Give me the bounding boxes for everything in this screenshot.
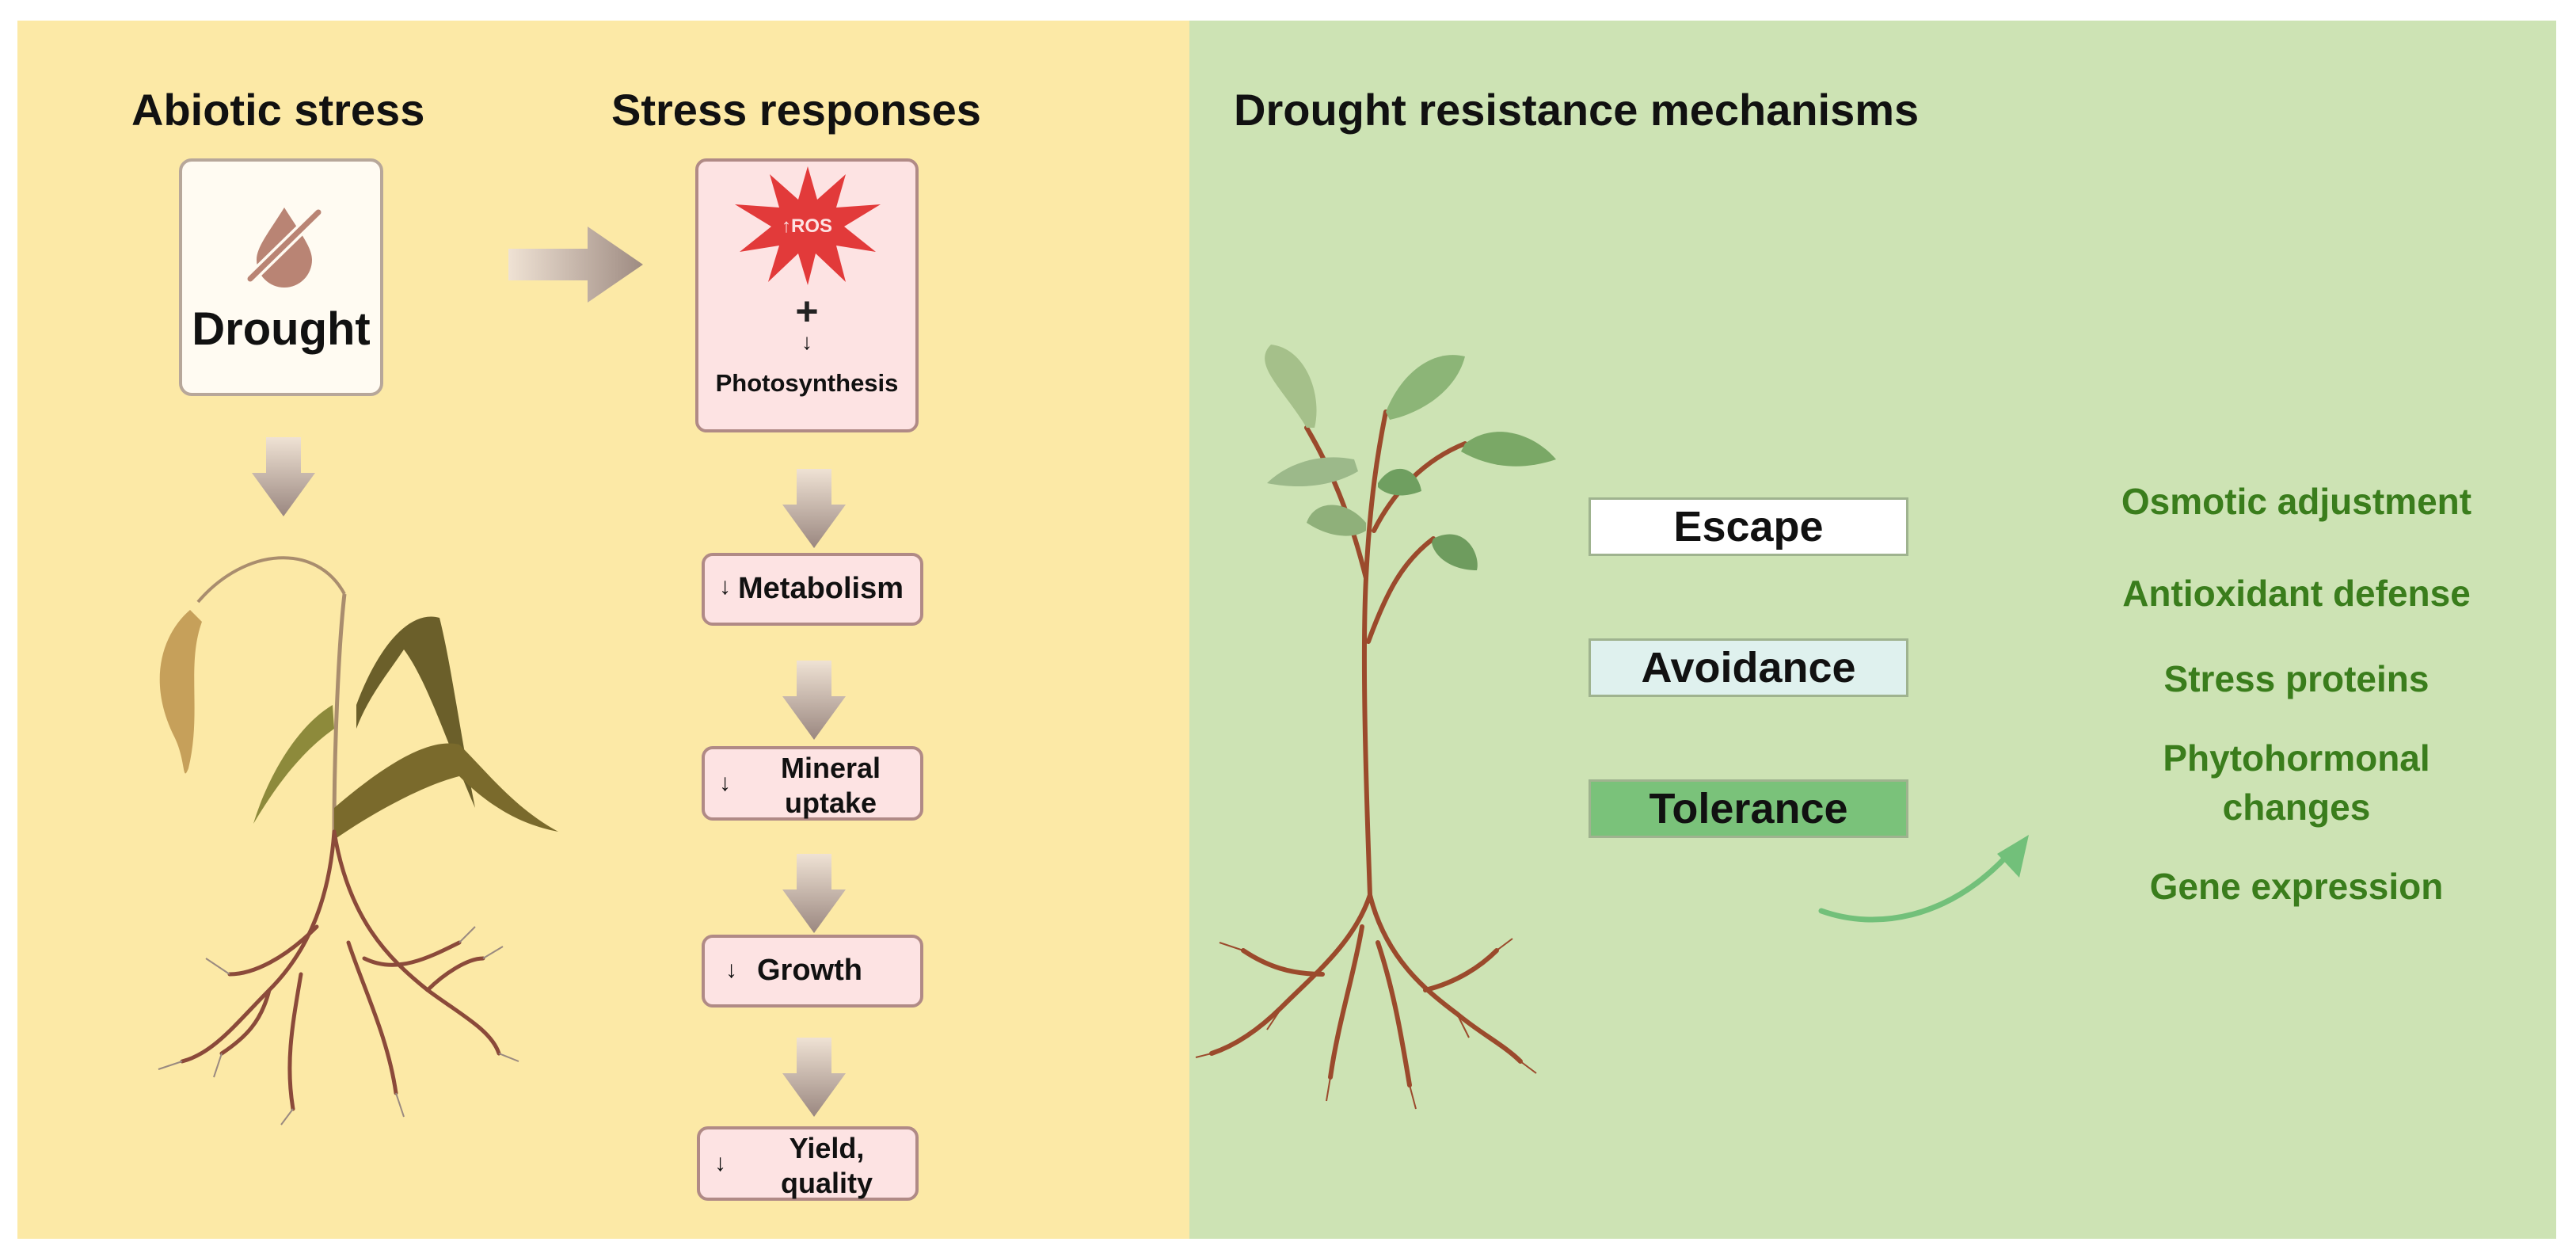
down-arrow-icon xyxy=(782,469,846,548)
strategy-antioxidant-defense: Antioxidant defense xyxy=(2122,573,2471,614)
yield-quality-box: ↓ Yield, quality xyxy=(697,1126,919,1201)
healthy-plant-illustration xyxy=(1195,345,1556,1110)
mechanisms-panel xyxy=(1189,21,2556,1239)
escape-box: Escape xyxy=(1589,497,1908,556)
ros-photosynthesis-box: ↑ROS + ↓ Photosynthesis xyxy=(695,158,919,432)
metabolism-box: ↓ Metabolism xyxy=(702,553,923,626)
mineral-uptake-label: Mineral uptake xyxy=(780,752,881,819)
avoidance-box: Avoidance xyxy=(1589,638,1908,697)
heading-stress-responses: Stress responses xyxy=(611,85,981,135)
decrease-arrow: ↓ xyxy=(719,770,731,796)
strategy-osmotic-adjustment: Osmotic adjustment xyxy=(2121,481,2472,522)
curved-arrow-icon xyxy=(1818,835,2029,923)
strategy-phytohormonal-changes: Phytohormonal changes xyxy=(2163,737,2430,828)
down-arrow-icon xyxy=(782,854,846,933)
strategy-stress-proteins: Stress proteins xyxy=(2163,658,2430,699)
down-arrow-icon xyxy=(782,1038,846,1117)
strategy-gene-expression: Gene expression xyxy=(2149,866,2444,907)
heading-drought-mechanisms: Drought resistance mechanisms xyxy=(1234,85,1920,135)
decrease-arrow: ↓ xyxy=(719,573,731,600)
right-arrow-icon xyxy=(508,227,643,303)
decrease-arrow: ↓ xyxy=(714,1150,726,1176)
down-arrow-icon xyxy=(252,437,315,516)
plus-sign: + xyxy=(795,289,819,333)
photosynthesis-label: Photosynthesis xyxy=(715,369,899,397)
growth-box: ↓ Growth xyxy=(702,935,923,1008)
decrease-arrow: ↓ xyxy=(725,957,737,983)
tolerance-box: Tolerance xyxy=(1589,779,1908,838)
drought-box: Drought xyxy=(179,158,383,396)
down-arrow-icon xyxy=(782,661,846,740)
decrease-arrow: ↓ xyxy=(801,329,812,354)
mineral-uptake-box: ↓ Mineral uptake xyxy=(702,746,923,821)
yield-quality-label: Yield, quality xyxy=(780,1132,873,1199)
wilted-plant-illustration xyxy=(158,556,558,1126)
ros-label: ↑ROS xyxy=(781,215,832,237)
growth-label: Growth xyxy=(757,954,862,987)
ros-burst-icon xyxy=(735,166,881,285)
heading-abiotic-stress: Abiotic stress xyxy=(131,85,425,135)
no-water-drop-icon xyxy=(245,207,324,288)
metabolism-label: Metabolism xyxy=(738,572,904,605)
drought-label: Drought xyxy=(192,303,371,355)
